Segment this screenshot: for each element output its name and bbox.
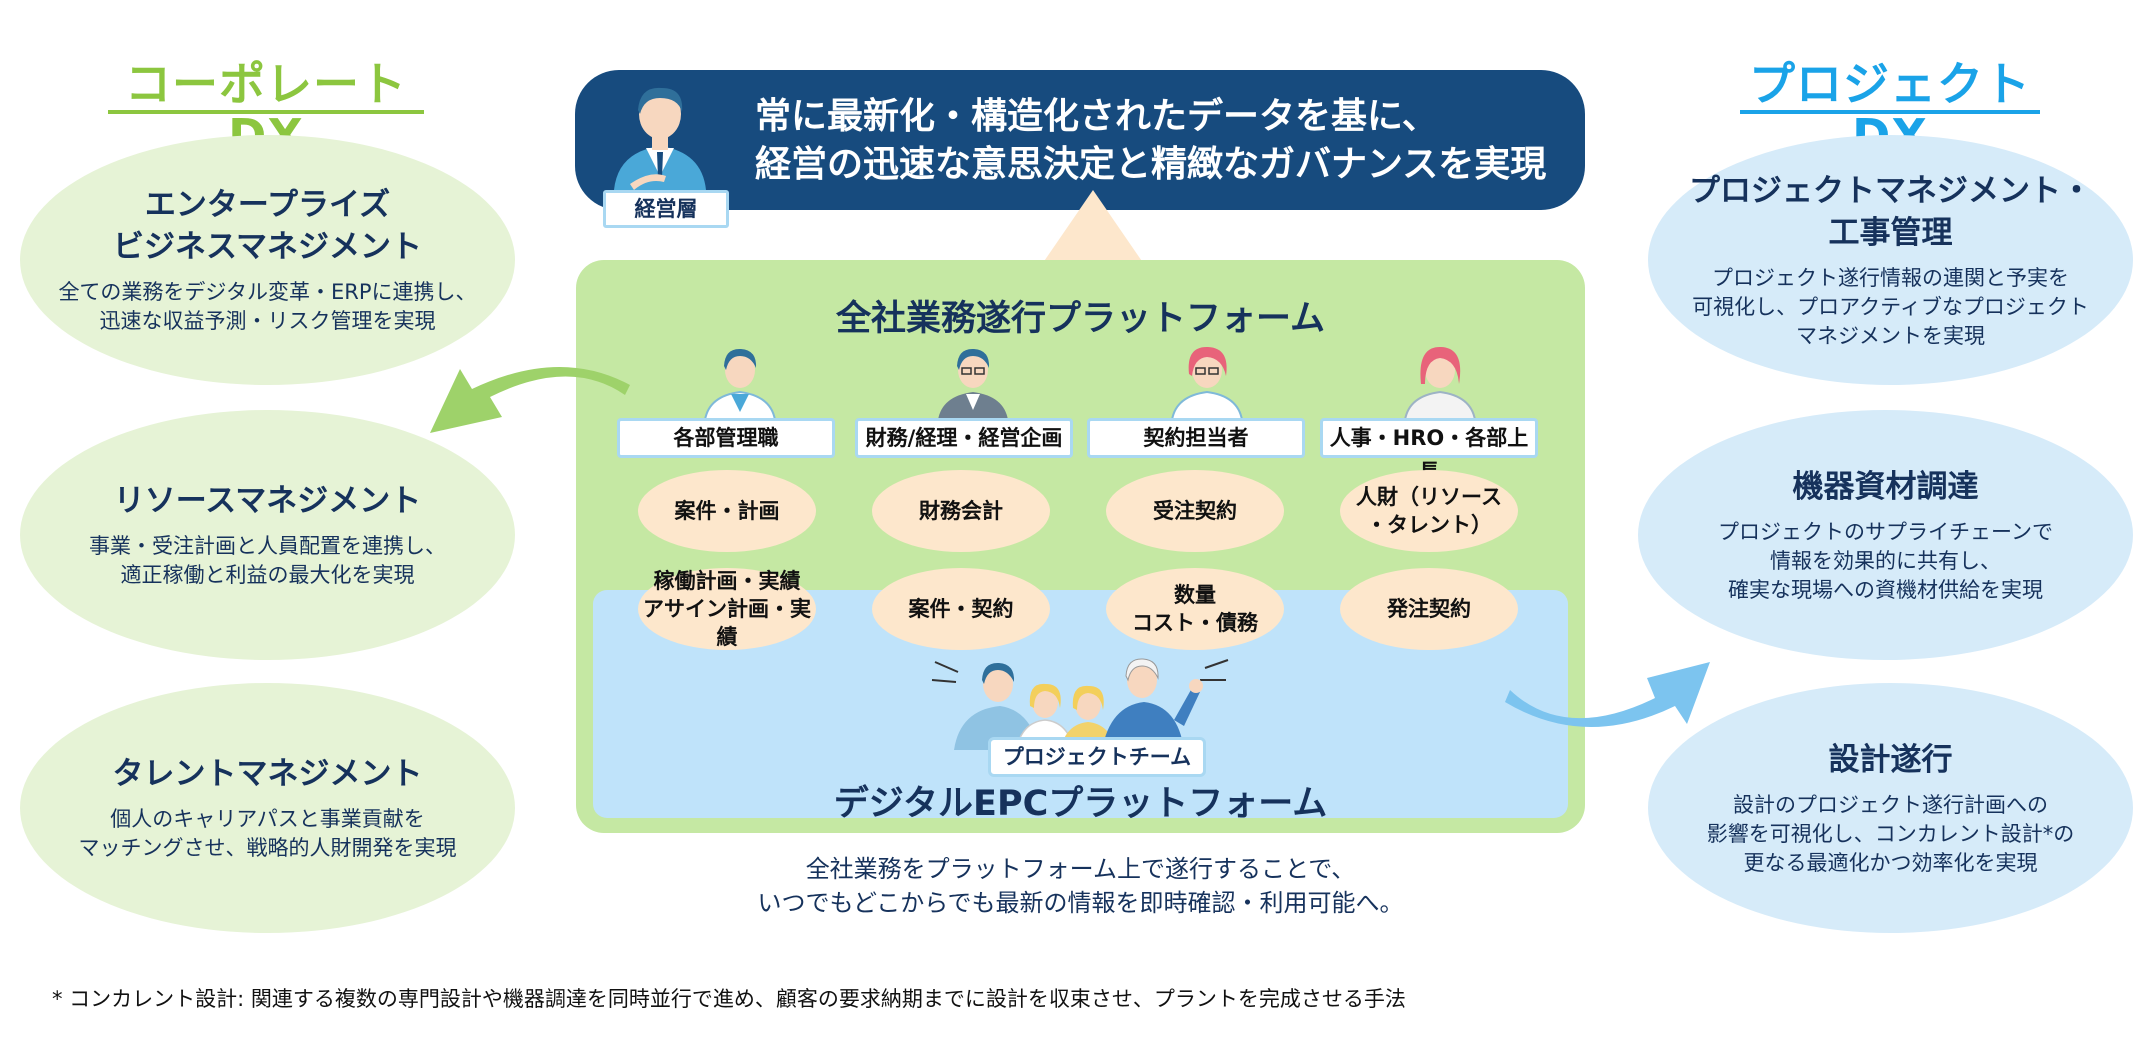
project-dx-title: プロジェクトDX: [1740, 58, 2040, 162]
executive-tag: 経営層: [603, 190, 729, 228]
item-desc: 個人のキャリアパスと事業貢献をマッチングさせ、戦略的人財開発を実現: [78, 807, 457, 860]
item-title: 機器資材調達: [1792, 468, 1979, 505]
manager-figure: [703, 348, 777, 421]
item-desc: プロジェクトのサプライチェーンで情報を効果的に共有し、確実な現場への資機材供給を…: [1718, 519, 2053, 602]
corporate-item-enterprise: エンタープライズビジネスマネジメント 全ての業務をデジタル変革・ERPに連携し、…: [20, 135, 515, 385]
task-order-contract: 受注契約: [1106, 470, 1284, 552]
executive-message: 常に最新化・構造化されたデータを基に、 経営の迅速な意思決定と精緻なガバナンスを…: [755, 96, 1547, 185]
role-label-hr: 人事・HRO・各部上長: [1320, 418, 1538, 484]
task-project-contract: 案件・契約: [872, 568, 1050, 650]
contract-figure: [1170, 346, 1244, 421]
executive-figure: [614, 87, 706, 190]
project-item-pm: プロジェクトマネジメント・工事管理 プロジェクト遂行情報の連関と予実を可視化し、…: [1648, 135, 2133, 385]
item-desc: 設計のプロジェクト遂行計画への影響を可視化し、コンカレント設計*の更なる最適化か…: [1706, 792, 2075, 875]
task-human-resources: 人財（リソース ・タレント）: [1340, 470, 1518, 552]
epc-platform-title: デジタルEPCプラットフォーム: [833, 784, 1328, 824]
task-quantity-cost: 数量 コスト・債務: [1106, 568, 1284, 650]
item-title: プロジェクトマネジメント・工事管理: [1689, 172, 2092, 251]
finance-figure: [938, 348, 1008, 420]
hr-figure: [1403, 346, 1477, 421]
item-desc: プロジェクト遂行情報の連関と予実を可視化し、プロアクティブなプロジェクトマネジメ…: [1692, 265, 2089, 348]
project-item-design: 設計遂行 設計のプロジェクト遂行計画への影響を可視化し、コンカレント設計*の更な…: [1648, 683, 2133, 933]
task-project-plan: 案件・計画: [638, 470, 816, 552]
item-title: リソースマネジメント: [113, 483, 422, 519]
corporate-item-resource: リソースマネジメント 事業・受注計画と人員配置を連携し、適正稼働と利益の最大化を…: [20, 410, 515, 660]
arrow-to-project-icon: [1505, 662, 1710, 728]
item-title: エンタープライズビジネスマネジメント: [112, 187, 423, 265]
footnote: * コンカレント設計: 関連する複数の専門設計や機器調達を同時並行で進め、顧客の…: [52, 987, 1406, 1011]
project-item-procurement: 機器資材調達 プロジェクトのサプライチェーンで情報を効果的に共有し、確実な現場へ…: [1638, 410, 2133, 660]
corporate-dx-title: コーポレートDX: [108, 58, 424, 162]
corporate-item-talent: タレントマネジメント 個人のキャリアパスと事業貢献をマッチングさせ、戦略的人財開…: [20, 683, 515, 933]
up-arrow-icon: [1038, 190, 1148, 270]
role-label-finance: 財務/経理・経営企画: [855, 418, 1073, 458]
item-title: タレントマネジメント: [112, 756, 423, 792]
item-title: 設計遂行: [1828, 741, 1953, 778]
project-team-tag: プロジェクトチーム: [988, 737, 1206, 777]
task-purchase-contract: 発注契約: [1340, 568, 1518, 650]
task-financial-accounting: 財務会計: [872, 470, 1050, 552]
item-desc: 全ての業務をデジタル変革・ERPに連携し、迅速な収益予測・リスク管理を実現: [58, 280, 477, 333]
platform-caption: 全社業務をプラットフォーム上で遂行することで、 いつでもどこからでも最新の情報を…: [757, 855, 1404, 917]
role-label-contract: 契約担当者: [1087, 418, 1305, 458]
role-label-managers: 各部管理職: [617, 418, 835, 458]
executive-banner: [575, 70, 1585, 210]
arrow-to-corporate-icon: [430, 366, 630, 433]
item-desc: 事業・受注計画と人員配置を連携し、適正稼働と利益の最大化を実現: [89, 534, 446, 587]
task-utilization-plan: 稼働計画・実績 アサイン計画・実績: [638, 568, 816, 650]
project-team-figure: [931, 658, 1229, 751]
platform-title: 全社業務遂行プラットフォーム: [836, 299, 1325, 339]
